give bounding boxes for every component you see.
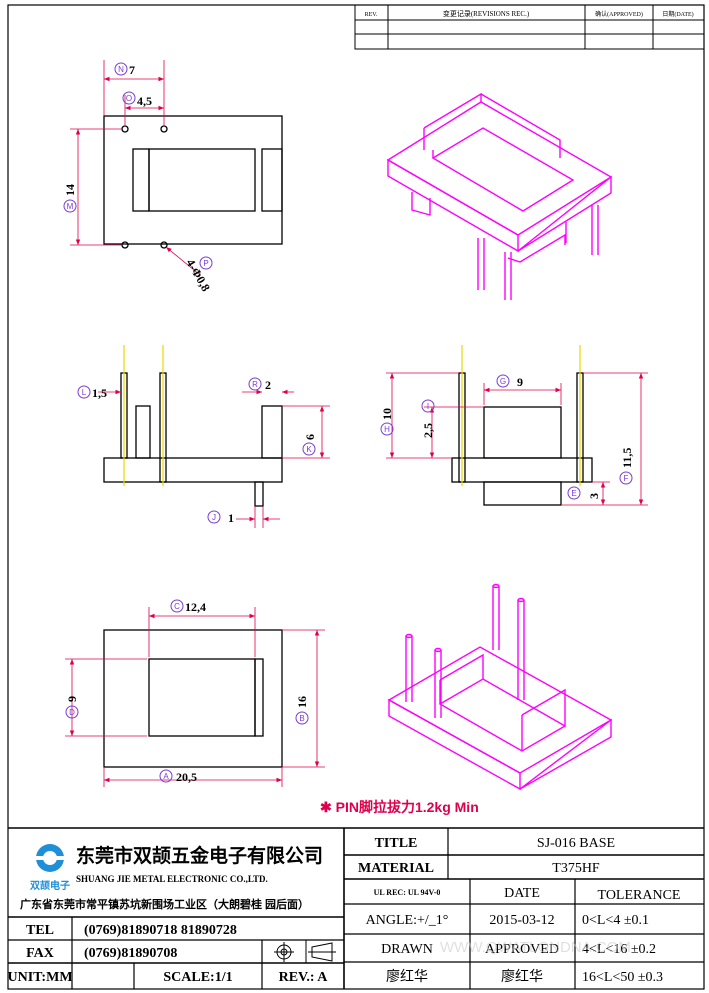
top-view [103,115,283,249]
tel-label: TEL [26,923,54,938]
material-label: MATERIAL [358,861,434,876]
svg-text:P: P [203,259,208,268]
drawn-label: DRAWN [381,942,433,957]
bottom-view [103,629,283,768]
svg-text:B: B [299,714,304,723]
dim-m: 14 [63,184,77,196]
front-view-labels: L 1,5 R 2 K 6 J 1 [77,377,317,525]
dim-d: 9 [65,696,79,702]
dim-o: 4,5 [137,94,152,108]
dim-f: 11,5 [620,448,634,468]
svg-text:A: A [163,772,169,781]
dim-h: 10 [380,408,394,420]
svg-text:D: D [69,708,75,717]
scale-text: SCALE:1/1 [163,970,232,985]
title-label: TITLE [375,836,418,851]
svg-text:G: G [500,377,506,386]
dim-e: 3 [587,493,601,499]
dim-r: 2 [265,378,271,392]
fax-label: FAX [26,946,54,961]
side-view-axes [461,345,581,486]
svg-text:N: N [118,65,124,74]
unit-text: UNIT:MM [7,970,72,985]
company-name-en: SHUANG JIE METAL ELECTRONIC CO.,LTD. [76,874,268,884]
side-view-labels: G 9 H 10 I 2,5 F 11,5 E 3 [380,374,634,500]
bottom-view-dims [65,607,325,787]
tolerance-2: 4<L<16 ±0.2 [582,942,656,957]
dim-g: 9 [517,375,523,389]
drawn-by: 廖红华 [386,968,428,984]
svg-text:L: L [82,388,87,397]
side-view [451,372,593,506]
tel-value: (0769)81890718 81890728 [84,923,237,938]
approved-by: 廖红华 [501,968,543,984]
rev-text: REV.: A [279,970,329,985]
angle-tolerance: ANGLE:+/_1° [366,913,449,928]
bottom-view-labels: C 12,4 D 9 B 16 A 20,5 [65,599,309,784]
top-view-dims [70,60,201,276]
svg-text:C: C [174,602,180,611]
company-name-cn: 东莞市双颉五金电子有限公司 [76,844,323,867]
isometric-view-bottom [387,583,613,791]
material-value: T375HF [552,861,600,876]
logo-text: 双颉电子 [30,879,70,892]
company-address: 广东省东莞市常平镇苏坑新围场工业区（大朗碧桂 园后面） [20,897,309,911]
rev-header: REV. [365,12,378,18]
svg-text:H: H [384,425,390,434]
approved-label: APPROVED [485,942,559,957]
svg-text:F: F [624,474,629,483]
ul-rec: UL REC: UL 94V-0 [374,888,441,897]
dim-j: 1 [228,511,234,525]
tolerance-3: 16<L<50 ±0.3 [582,970,663,985]
title-value: SJ-016 BASE [537,836,615,851]
svg-text:E: E [571,489,576,498]
dim-i: 2,5 [421,423,435,438]
svg-text:K: K [306,445,312,454]
dim-a: 20,5 [176,770,197,784]
revision-table: REV. 变更记录(REVISIONS REC.) 确认(APPROVED) 日… [354,4,705,50]
dim-n: 7 [129,63,135,77]
date-value: 2015-03-12 [489,913,554,928]
title-block [8,827,704,989]
svg-text:M: M [67,202,74,211]
front-view [103,372,283,507]
company-logo [36,844,64,872]
front-view-dims [98,389,330,528]
fax-value: (0769)81890708 [84,946,177,961]
svg-text:J: J [212,513,216,522]
revisions-header: 变更记录(REVISIONS REC.) [443,9,530,18]
date-label: DATE [504,886,540,901]
dim-l: 1,5 [92,386,107,400]
svg-text:I: I [427,402,429,411]
svg-text:O: O [126,94,132,103]
approved-header: 确认(APPROVED) [595,10,643,18]
tolerance-label: TOLERANCE [598,888,681,903]
dim-b: 16 [295,696,309,708]
top-view-labels: N 7 O 4,5 M 14 P 4-Φ0,8 [63,62,213,294]
svg-text:R: R [252,380,258,389]
projection-symbol-icon [274,942,336,962]
date-header: 日期(DATE) [662,10,693,18]
watermark: WWW.QWATLONDNA.COM [440,939,631,956]
dim-c: 12,4 [185,600,206,614]
dim-k: 6 [303,434,317,440]
side-view-dims [386,372,648,506]
isometric-view-top [386,92,613,300]
pin-pull-note: ✱ PIN脚拉拔力1.2kg Min [320,799,479,815]
tolerance-1: 0<L<4 ±0.1 [582,913,649,928]
front-view-axes [123,345,164,486]
